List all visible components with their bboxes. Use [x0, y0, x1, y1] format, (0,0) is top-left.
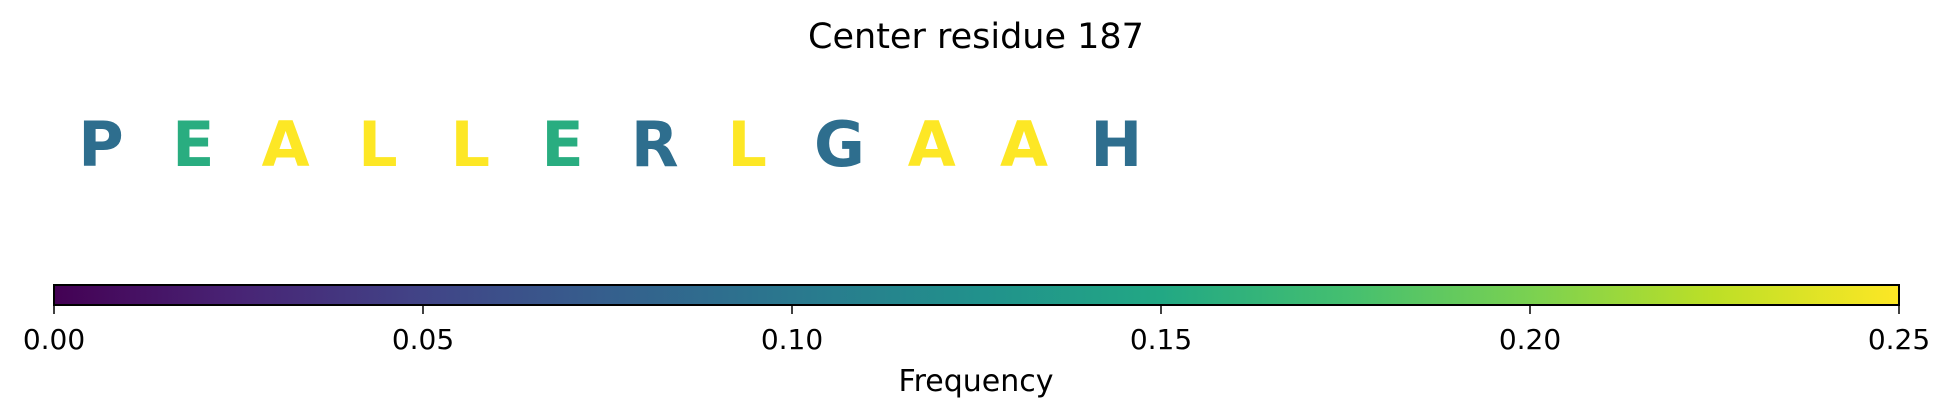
residue-letter: E: [172, 108, 214, 181]
residue-letter: G: [814, 108, 865, 181]
residue-letter: P: [78, 108, 123, 181]
colorbar-tick-label: 0.25: [1868, 323, 1930, 356]
residue-letter: E: [541, 108, 583, 181]
colorbar-frame: [53, 284, 1900, 306]
colorbar-gradient: [54, 285, 1899, 305]
colorbar: 0.00 0.05 0.10 0.15 0.20 0.25: [23, 284, 1930, 356]
colorbar-tick-label: 0.05: [392, 323, 454, 356]
residue-letter: A: [908, 108, 956, 181]
colorbar-tick-label: 0.15: [1130, 323, 1192, 356]
residue-letter: L: [450, 108, 490, 181]
colorbar-tick-label: 0.20: [1499, 323, 1561, 356]
residue-letter: L: [727, 108, 767, 181]
residue-letter: H: [1090, 108, 1142, 181]
colorbar-label: Frequency: [899, 364, 1054, 399]
residue-letter: A: [1000, 108, 1048, 181]
colorbar-tick-label: 0.10: [761, 323, 823, 356]
colorbar-ticks: 0.00 0.05 0.10 0.15 0.20 0.25: [23, 305, 1930, 356]
residue-letter: L: [358, 108, 398, 181]
residue-letter: R: [631, 108, 679, 181]
chart-title: Center residue 187: [808, 17, 1144, 57]
residue-letter: A: [262, 108, 310, 181]
colorbar-tick-label: 0.00: [23, 323, 85, 356]
